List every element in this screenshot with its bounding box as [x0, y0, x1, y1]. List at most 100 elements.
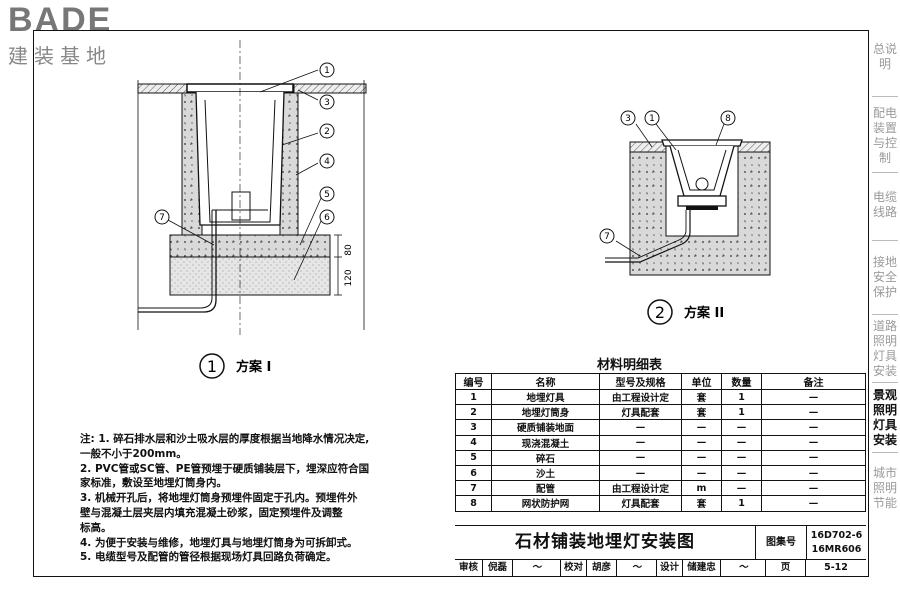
designer-name: 储建忠 — [683, 560, 721, 576]
conduit-pipe — [605, 210, 687, 259]
signature-row: 审核 倪磊 ～ 校对 胡彦 ～ 设计 储建忠 ～ 页 5-12 — [455, 559, 866, 576]
scheme-number-badge — [647, 299, 673, 325]
conduit-pipe — [138, 210, 217, 313]
materials-table-title: 材料明细表 — [597, 358, 663, 373]
scheme-number: 1 — [207, 357, 217, 376]
designer-signature: ～ — [721, 560, 766, 576]
paving-layer — [137, 83, 189, 94]
scheme-number: 2 — [655, 303, 665, 322]
sidebar-item-label: 接地安全保护 — [872, 255, 897, 299]
divider — [872, 452, 898, 453]
callout-label: 5 — [324, 190, 330, 200]
table-header: 备注 — [761, 373, 866, 390]
drawing-title: 石材铺装地埋灯安装图 — [455, 526, 756, 559]
reviewer-name: 倪磊 — [483, 560, 513, 576]
table-cell: — — [721, 480, 762, 497]
review-label: 审核 — [455, 560, 483, 576]
scheme-number-badge — [199, 353, 225, 379]
title-block: 石材铺装地埋灯安装图 图集号 16D702-6 16MR606 审核 倪磊 ～ … — [455, 525, 866, 576]
sidebar-item-cable[interactable]: 电缆线路 — [870, 190, 900, 220]
table-cell: 套 — [681, 495, 722, 512]
sidebar-item-energy-saving[interactable]: 城市照明节能 — [870, 466, 900, 511]
scheme-2-callouts: 3 1 8 7 — [599, 110, 736, 244]
sidebar-item-label: 总说明 — [872, 42, 897, 71]
light-fixture-rim — [661, 139, 743, 147]
table-cell: 配管 — [491, 480, 600, 497]
note-line: 标高。 — [80, 521, 112, 534]
sidebar-item-landscape-lighting[interactable]: 景观照明灯具安装 — [870, 388, 900, 448]
table-header: 名称 — [491, 373, 600, 390]
lamp-bulb — [695, 177, 709, 191]
paving-layer — [293, 83, 367, 94]
lamp-base — [677, 195, 727, 207]
table-cell: 沙土 — [491, 464, 600, 482]
chapter-sidebar: 总说明 配电装置与控制 电缆线路 接地安全保护 道路照明灯具安装 景观照明灯具安… — [870, 30, 900, 575]
table-cell: — — [599, 434, 682, 451]
sidebar-item-label: 景观照明灯具安装 — [872, 388, 897, 447]
lamp-base — [231, 191, 251, 221]
table-cell: 3 — [455, 419, 492, 436]
callout-label: 2 — [324, 127, 330, 137]
sidebar-item-distribution[interactable]: 配电装置与控制 — [870, 106, 900, 166]
table-cell: 7 — [455, 480, 492, 497]
table-cell: 灯具配套 — [599, 404, 682, 421]
table-cell: 碎石 — [491, 449, 600, 466]
table-cell: 1 — [721, 388, 762, 406]
logo-tagline: 建装基地 — [8, 44, 112, 68]
table-cell: m — [681, 480, 722, 497]
table-cell: — — [681, 449, 722, 466]
table-cell: — — [761, 404, 866, 421]
scheme-caption: 方案 II — [684, 305, 724, 321]
scheme-2-section: 3 1 8 7 2 方案 II — [599, 110, 771, 325]
table-cell: 由工程设计定 — [599, 480, 682, 497]
table-cell: 地埋灯筒身 — [491, 404, 600, 421]
dimension-label: 120 — [344, 269, 354, 286]
mounting-plate — [686, 206, 718, 210]
checker-name: 胡彦 — [587, 560, 617, 576]
callout-label: 1 — [324, 66, 330, 76]
table-cell: — — [761, 419, 866, 436]
table-cell: — — [761, 434, 866, 451]
table-cell: 灯具配套 — [599, 495, 682, 512]
table-cell: 2 — [455, 404, 492, 421]
divider — [872, 240, 898, 241]
scheme-caption: 方案 I — [236, 359, 271, 375]
table-cell: — — [761, 480, 866, 497]
table-cell: — — [761, 449, 866, 466]
table-cell: 由工程设计定 — [599, 388, 682, 406]
sidebar-item-grounding[interactable]: 接地安全保护 — [870, 255, 900, 300]
table-header: 编号 — [455, 373, 492, 390]
divider — [872, 382, 898, 383]
note-line: 4. 为便于安装与维修，地埋灯具与地埋灯筒身为可拆卸式。 — [80, 536, 358, 549]
sidebar-item-label: 道路照明灯具安装 — [872, 319, 897, 378]
table-header: 型号及规格 — [599, 373, 682, 390]
atlas-number-secondary: 16MR606 — [811, 544, 862, 555]
table-cell: 5 — [455, 449, 492, 466]
table-cell: — — [681, 434, 722, 451]
table-cell: 套 — [681, 388, 722, 406]
sidebar-item-label: 电缆线路 — [872, 190, 897, 219]
paving-layer — [629, 141, 669, 153]
drawing-frame — [33, 30, 869, 577]
divider — [872, 96, 898, 97]
table-cell: — — [599, 464, 682, 482]
sidebar-item-general[interactable]: 总说明 — [870, 42, 900, 72]
sidebar-item-road-lighting[interactable]: 道路照明灯具安装 — [870, 319, 900, 379]
divider — [872, 314, 898, 315]
reviewer-signature: ～ — [513, 560, 561, 576]
table-cell: 8 — [455, 495, 492, 512]
table-cell: 4 — [455, 434, 492, 451]
installation-notes: 注: 1. 碎石排水层和沙土吸水层的厚度根据当地降水情况决定, 一般不小于200… — [80, 432, 440, 565]
atlas-number: 16D702-6 16MR606 — [807, 526, 866, 559]
table-header-row: 编号 名称 型号及规格 单位 数量 备注 — [455, 373, 866, 390]
divider — [872, 172, 898, 173]
paving-layer — [737, 141, 771, 153]
table-header: 单位 — [681, 373, 722, 390]
table-cell: — — [681, 419, 722, 436]
